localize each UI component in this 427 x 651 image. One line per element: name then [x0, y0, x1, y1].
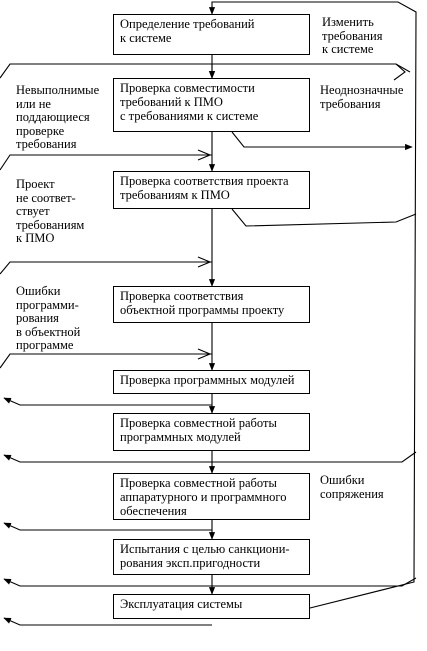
- loop-object-code: [0, 353, 212, 369]
- loop-object-code-arrow: [197, 348, 212, 360]
- loop-design-left: [0, 261, 212, 275]
- loop-right-b8: [212, 577, 417, 587]
- box-module-check: Проверка программных модулей: [113, 370, 310, 394]
- box-design-compliance: Проверка соответствия проекта требования…: [113, 171, 310, 209]
- loop-ambiguous: [231, 131, 413, 151]
- loop-into-b2: [0, 63, 411, 79]
- box-object-program-compliance: Проверка соответствия объектной программ…: [113, 286, 310, 323]
- loop-unfeasible-arrow: [197, 149, 212, 161]
- loop-operation: [3, 617, 212, 626]
- note-object-code-errors: Ошибки программи- рования в объектной пр…: [16, 284, 81, 352]
- loop-design-left-arrow: [197, 256, 212, 268]
- note-unfeasible-requirements: Невыполнимые или не поддающиеся проверке…: [16, 83, 100, 151]
- box-certification-trials: Испытания с целью санкциони- рования экс…: [113, 539, 310, 575]
- box-module-integration: Проверка совместной работы программных м…: [113, 413, 310, 451]
- note-design-mismatch: Проект не соответ- ствует требованиям к …: [16, 177, 85, 245]
- note-interface-errors: Ошибки сопряжения: [320, 473, 384, 501]
- loop-integration: [3, 522, 212, 531]
- box-system-operation: Эксплуатация системы: [113, 594, 310, 619]
- loop-modules-2: [3, 454, 212, 463]
- loop-trials: [3, 578, 212, 587]
- loop-unfeasible: [0, 154, 212, 171]
- box-requirements-definition: Определение требований к системе: [113, 14, 310, 55]
- loop-design-mismatch: [231, 208, 417, 227]
- note-ambiguous-requirements: Неоднозначные требования: [320, 83, 404, 111]
- note-change-requirements: Изменить требования к системе: [322, 15, 383, 56]
- loop-modules-1: [3, 397, 212, 406]
- box-requirements-compatibility: Проверка совместимости требований к ПМО …: [113, 78, 310, 132]
- loop-right-b6: [212, 451, 417, 463]
- loop-into-b2-arrow: [393, 63, 406, 81]
- box-hw-sw-integration: Проверка совместной работы аппаратурного…: [113, 473, 310, 520]
